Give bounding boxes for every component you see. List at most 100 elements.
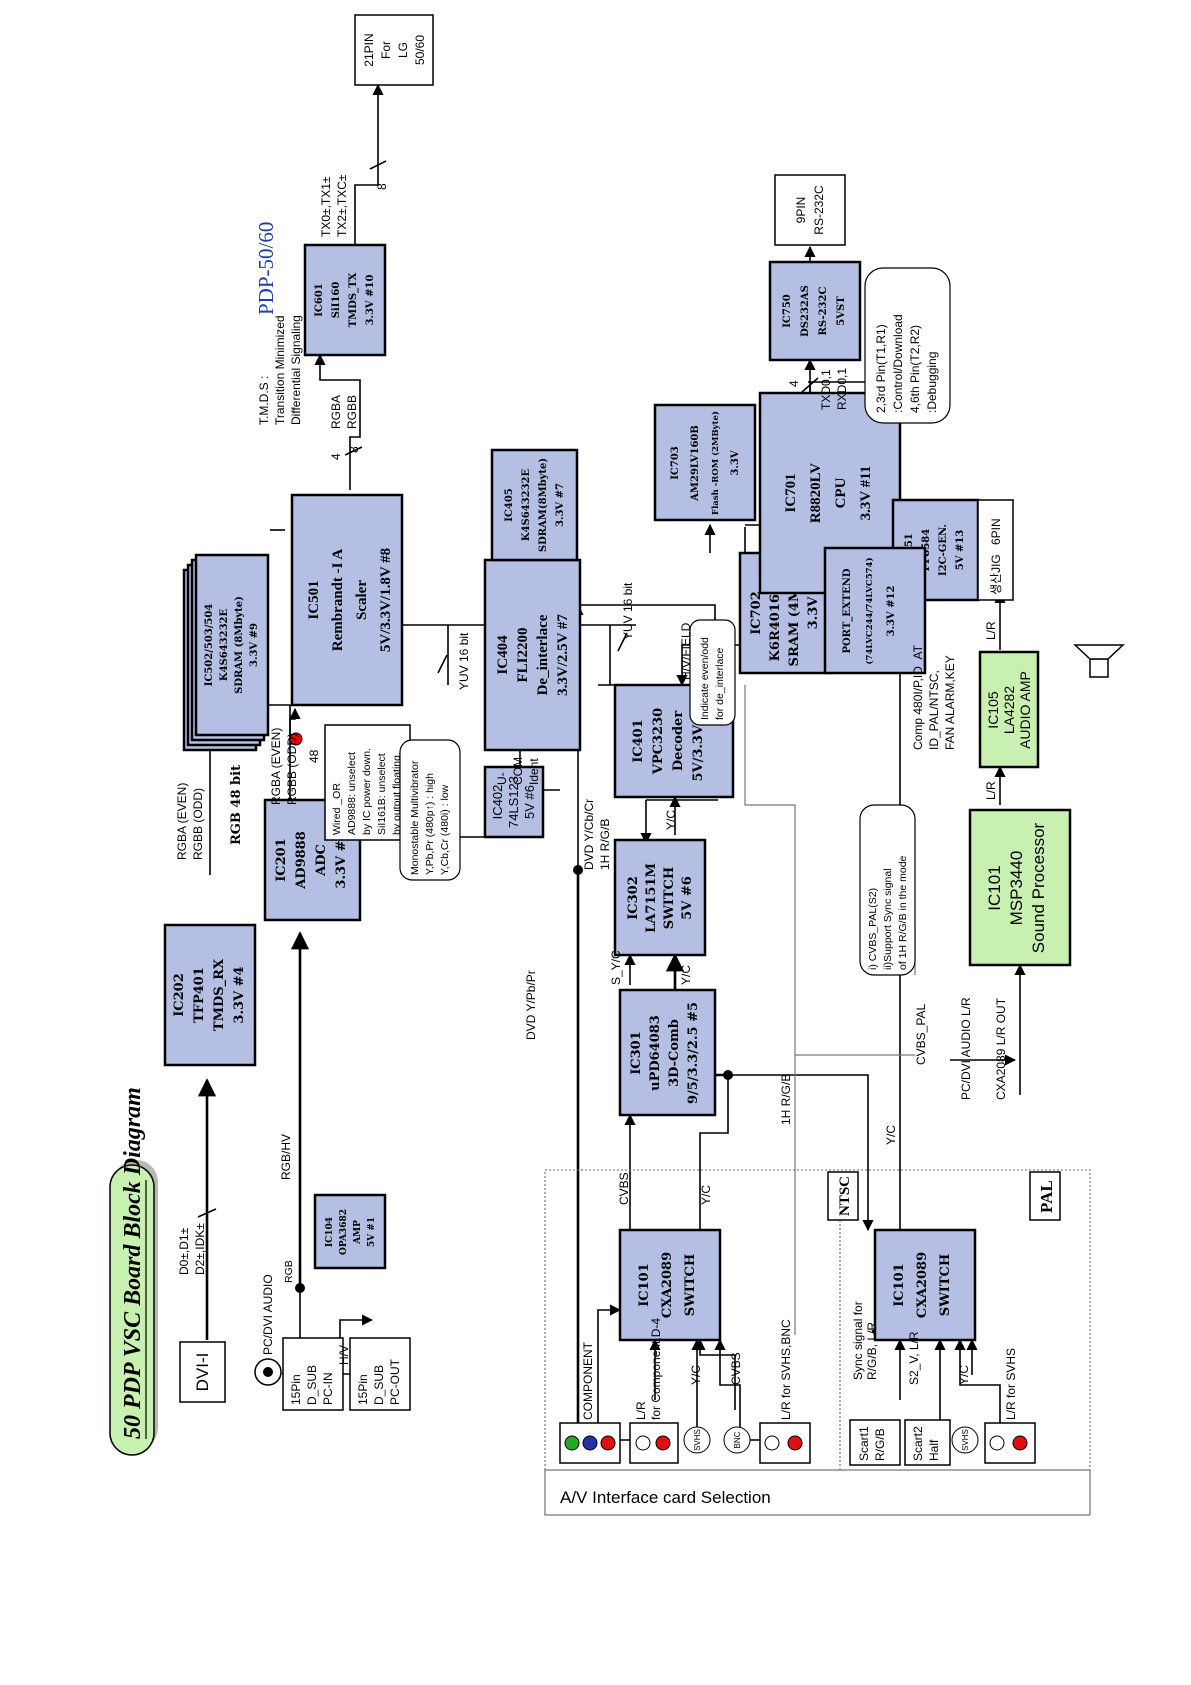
ic501-line2: Rembrandt -I A — [330, 549, 346, 652]
ic201-line3: ADC — [314, 844, 329, 877]
ic601-line4: 3.3V #10 — [365, 274, 376, 325]
comp-note-line3: FAN ALARM,KEY — [943, 655, 957, 750]
ic301-line2: uPD64083 — [648, 1015, 663, 1091]
label-cvbs-2: CVBS — [729, 1352, 743, 1385]
connector-jig: 6PIN 생산JIG — [977, 499, 1014, 601]
ic751-line2: PF8584 — [921, 529, 932, 571]
ic101m-line2: MSP3440 — [1007, 851, 1026, 926]
wired-line1: Wired _OR — [331, 783, 343, 835]
pal-label: PAL — [1037, 1180, 1056, 1213]
ic101b-line1: IC101 — [892, 1263, 907, 1307]
component-label: COMPONENT — [581, 1341, 595, 1420]
ic501-line3: Scaler — [354, 580, 370, 620]
ic750-line2: DS232AS — [800, 285, 811, 337]
ic701-line1: IC701 — [783, 473, 799, 512]
scart2-line2: Half — [927, 1439, 941, 1461]
pcin-line1: 15Pin — [289, 1374, 303, 1405]
ic104-line3: AMP — [353, 1220, 363, 1245]
label-4b: 4 — [787, 380, 801, 387]
bnc-label: BNC — [733, 1431, 742, 1448]
port-line1: PORT_EXTEND — [842, 568, 853, 653]
callout-rs232: 2,3rd Pin(T1,R1) :Control/Download 4,6th… — [864, 267, 951, 424]
ic104-line1: IC104 — [325, 1217, 335, 1247]
ic502-line2: K4S643232E — [219, 609, 230, 682]
label-pcdvi-audio-lr: PC/DVI AUDIO L/R — [959, 997, 973, 1100]
lr-comp-line2: for Component,D-4 — [649, 1318, 663, 1420]
ic702-line1: IC702 — [749, 591, 764, 635]
label-cxa-lr-out: CXA2089 L/R OUT — [994, 997, 1008, 1100]
ic502-line4: 3.3V #9 — [249, 623, 260, 667]
ic702-line4: 3.3V — [806, 596, 821, 630]
block-ic405: IC405 K4S643232E SDRAM(8Mbyte) 3.3V #7 — [490, 448, 579, 562]
block-ic601: IC601 SiI160 TMDS_TX 3.3V #10 — [303, 243, 387, 357]
ic750-line4: 5VST — [836, 296, 847, 326]
input-svhs-pal: SVHS — [951, 1426, 979, 1454]
block-ic101-ntsc: IC101 CXA2089 SWITCH — [618, 1228, 722, 1342]
lg-line2: For — [379, 41, 393, 59]
callout-cvbs-note: i) CVBS_PAL(S2) ii)Support Sync signal o… — [859, 804, 916, 976]
tmds-line2: Transition Minimized — [273, 315, 287, 425]
ic101a-line3: SWITCH — [683, 1254, 698, 1316]
tmds-line1: T.M.D.S : — [257, 376, 271, 425]
label-cvbs: CVBS — [617, 1172, 631, 1205]
ic601-line1: IC601 — [314, 283, 325, 317]
label-hvfield: H/V/FIELD — [679, 622, 693, 680]
ucom-line2: COM — [511, 757, 525, 785]
label-dvd-ypbpr: DVD Y/Pb/Pr — [524, 970, 538, 1040]
jig-line2: 생산JIG — [989, 554, 1003, 595]
ic501-line4: 5V/3.3V/1.8V #8 — [378, 548, 394, 652]
tx-line1: TX0±,TX1± — [319, 176, 333, 237]
sync-rgb-line2: R/G/B, L/R — [865, 1322, 879, 1380]
ic405-line4: 3.3V #7 — [555, 483, 566, 527]
dvd-ycb-line2: 1H R/G/B — [598, 819, 612, 870]
jig-line1: 6PIN — [989, 518, 1003, 545]
rs-note-line2: :Control/Download — [891, 314, 905, 413]
even-odd-line1: Indicate even/odd — [699, 637, 711, 720]
ic751-line4: 5V #13 — [955, 530, 966, 571]
mono-line1: Monostable Multivibrator — [409, 760, 421, 875]
rs-note-line3: 4,6th Pin(T2,R2) — [908, 325, 922, 413]
lr-svhs-label: L/R for SVHS — [1004, 1348, 1018, 1420]
lg-line4: 50/60 — [413, 35, 427, 65]
lr-comp-line1: L/R — [634, 1401, 648, 1420]
ic101m-line3: Sound Processor — [1029, 822, 1048, 953]
diagram-title: 50 PDP VSC Board Block Diagram — [120, 1087, 146, 1439]
label-yuv2: YUV 16 bit — [621, 582, 635, 640]
ic401-line2: VPC3230 — [651, 708, 666, 775]
block-port-extend: PORT_EXTEND (74LVC244/74LVC574) 3.3V #12 — [823, 546, 927, 675]
label-s-yc: S_Y/C — [609, 950, 623, 985]
speaker-icon — [1073, 644, 1125, 678]
block-ic502-stack: IC502/503/504 K4S643232E SDRAM (8Mbyte) … — [182, 553, 270, 752]
label-yc-2: Y/C — [679, 965, 693, 985]
ic302-line2: LA7151M — [644, 863, 659, 933]
block-ic501: IC501 Rembrandt -I A Scaler 5V/3.3V/1.8V… — [290, 493, 404, 707]
ic301-line3: 3D-Comb — [667, 1019, 682, 1087]
input-svhs: SVHS — [683, 1426, 711, 1454]
block-la4282: IC105 LA4282 AUDIO AMP — [978, 650, 1040, 769]
cvbs-note-line3: of 1H R/G/B in the mode — [897, 855, 909, 970]
input-bnc: BNC — [723, 1426, 751, 1454]
label-rgbb-odd2: RGBB (ODD) — [285, 733, 299, 805]
ic105-line1: IC105 — [985, 691, 1001, 729]
label-rgb: RGB — [283, 1260, 295, 1283]
lg-line1: 21PIN — [362, 33, 376, 66]
ic202-line4: 3.3V #4 — [232, 966, 247, 1023]
ic703-line1: IC703 — [670, 446, 681, 480]
ic404-line3: De_interlace — [535, 614, 551, 695]
label-yc-4: Y/C — [884, 1125, 898, 1145]
ic104-line4: 5V #1 — [367, 1217, 377, 1247]
ic301-line1: IC301 — [629, 1031, 644, 1075]
ic302-line4: 5V #6 — [680, 876, 695, 920]
connector-pc-out: 15Pin D_SUB PC-OUT — [349, 1337, 411, 1411]
rs-note-line4: :Debugging — [925, 352, 939, 413]
pc-audio-label: PC/DVI AUDIO — [261, 1274, 275, 1355]
ic750-line1: IC750 — [782, 294, 793, 328]
wired-line3: by IC power down. — [361, 748, 373, 835]
ic751-line3: I2C-GEN. — [938, 524, 949, 576]
label-yc-6: Y/C — [689, 1365, 703, 1385]
input-lr-component: L/R for Component,D-4 — [629, 1318, 679, 1464]
ic105-line3: AUDIO AMP — [1017, 671, 1033, 749]
ic202-line3: TMDS_RX — [212, 958, 227, 1031]
label-hrgb: 1H R/G/B — [779, 1074, 793, 1125]
